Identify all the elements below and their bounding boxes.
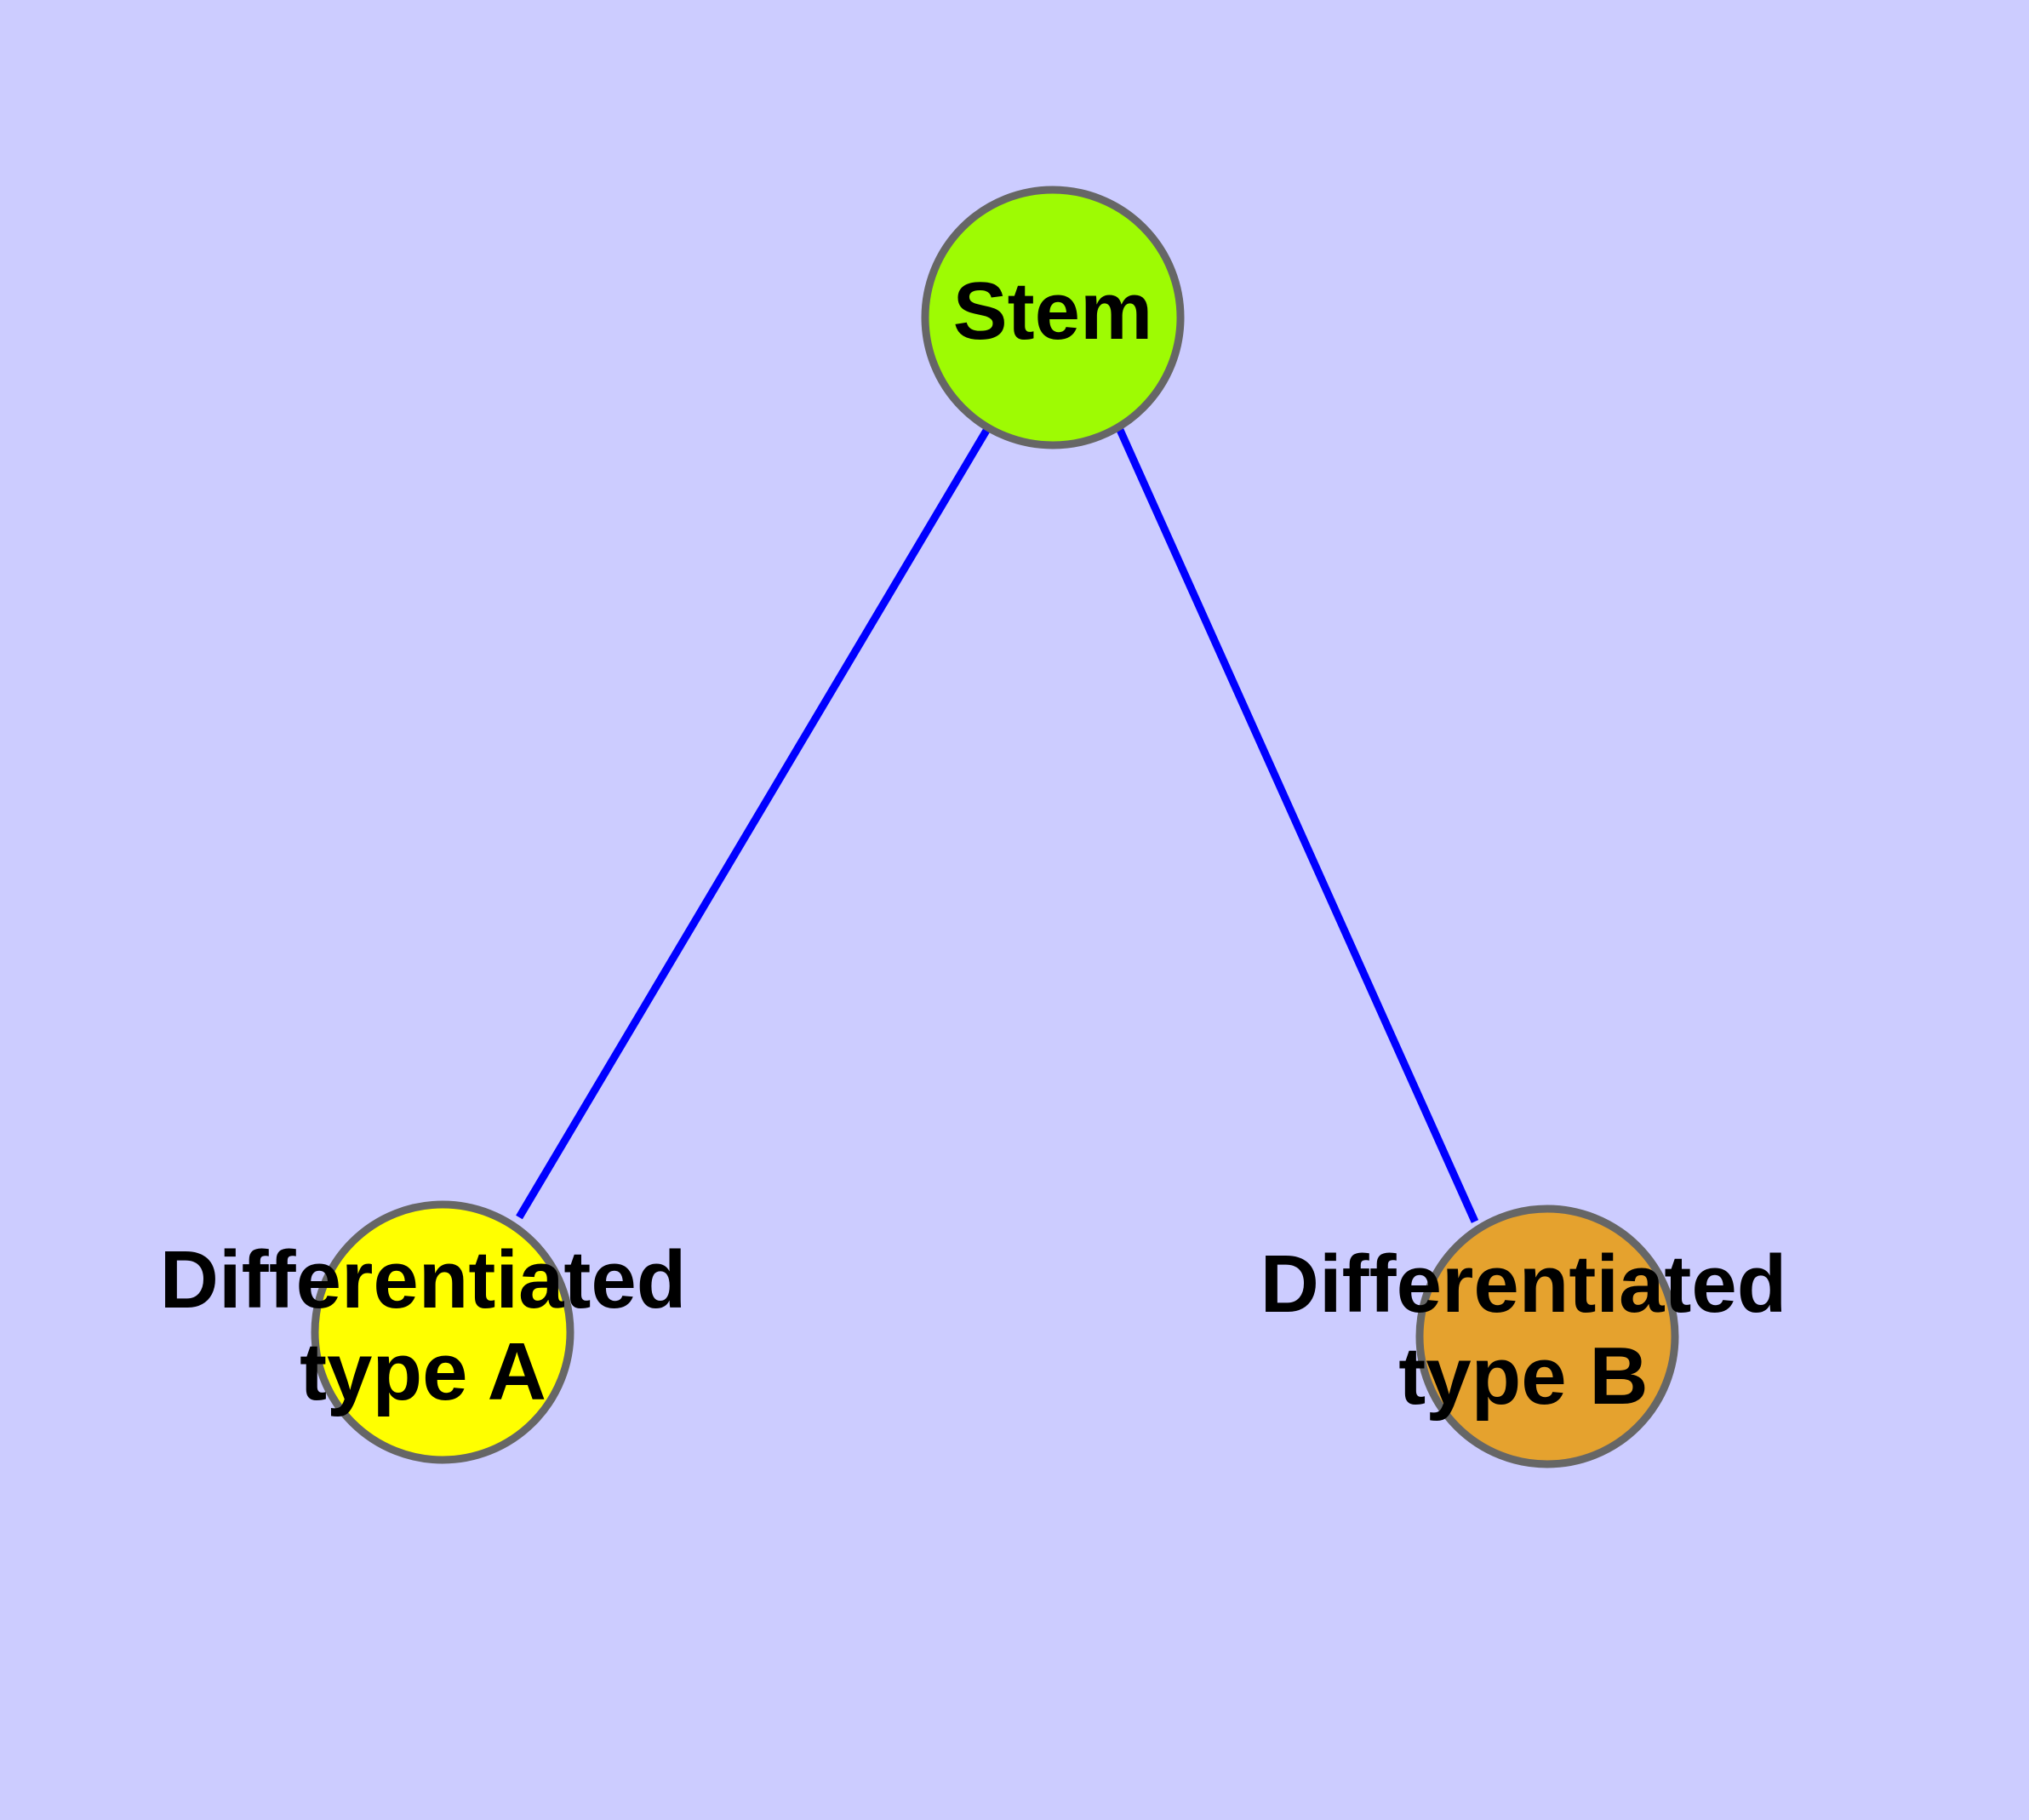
label-line: Stem: [953, 266, 1153, 357]
node-differentiated-type-b[interactable]: [1415, 1205, 1679, 1468]
node-layer: [311, 186, 1679, 1468]
node-differentiated-type-a[interactable]: [311, 1200, 574, 1464]
node-stem-label: Stem: [953, 266, 1153, 357]
label-line: Differentiated: [1260, 1239, 1787, 1331]
label-line: type B: [1398, 1331, 1648, 1422]
edge-stem-to-diff-b[interactable]: [1116, 428, 1479, 1223]
edge-layer: [516, 426, 1479, 1223]
node-stem[interactable]: [921, 186, 1185, 449]
label-line: Differentiated: [160, 1235, 687, 1326]
label-line: type A: [300, 1326, 546, 1417]
edge-stem-to-diff-a[interactable]: [516, 426, 991, 1220]
